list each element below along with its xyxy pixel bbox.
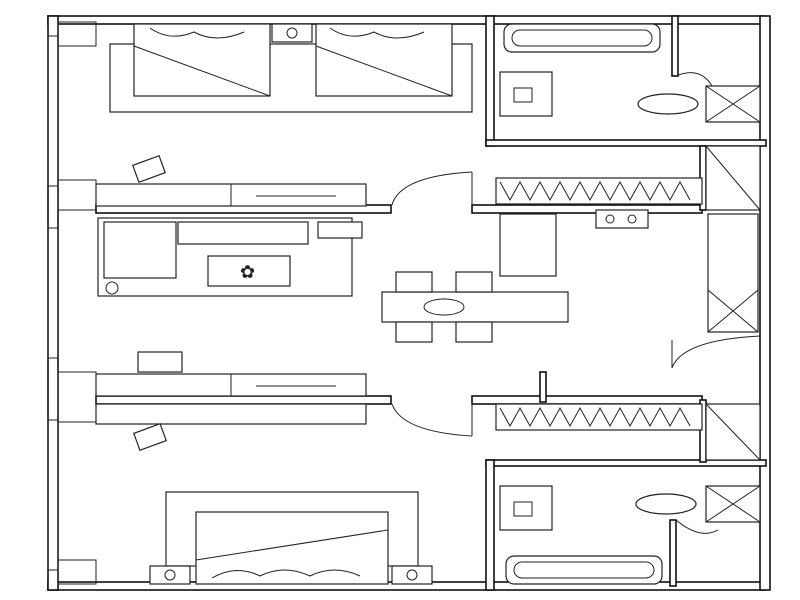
- shaft-top-x2: [705, 85, 761, 123]
- nightstand-bottom-right: [391, 565, 433, 585]
- fridge-cross-2: [707, 289, 759, 333]
- sink-top: [499, 71, 553, 117]
- chair-top: [131, 154, 167, 184]
- hall-cabinets-bottom: [495, 403, 703, 431]
- kitchen-cabinets-top: [495, 177, 703, 205]
- sink-bottom-basin: [513, 501, 533, 517]
- bed-right: [315, 23, 453, 97]
- sofa: [177, 221, 309, 245]
- interior-walls: [95, 15, 767, 591]
- bed-left: [133, 23, 271, 97]
- bath-bottom-wall-left: [485, 459, 495, 591]
- cabinet-hatch-top: [499, 180, 691, 202]
- bathtub-bottom-inner: [513, 561, 655, 579]
- hall-stub: [539, 371, 547, 403]
- burner-1: [605, 214, 615, 224]
- chair-desk: [137, 351, 183, 373]
- shaft-bottom-x2: [705, 485, 761, 523]
- dining-table: [381, 291, 569, 323]
- bed-left-blanket-fold: [133, 45, 271, 97]
- door-bottom-bedroom-swing: [391, 403, 473, 437]
- coffee-table: [207, 255, 291, 287]
- bed-right-blanket-fold: [315, 45, 453, 97]
- plant-icon: [105, 281, 119, 295]
- bottom-left-column: [57, 559, 97, 585]
- bathtub-top: [503, 23, 661, 53]
- stove: [595, 209, 649, 229]
- lamp-top: [286, 27, 298, 39]
- table-centerpiece: [423, 298, 465, 316]
- pillows-bottom: [211, 569, 361, 579]
- toilet-bottom: [635, 493, 697, 515]
- window-2: [47, 227, 59, 359]
- window-1: [47, 35, 59, 187]
- dining: [381, 271, 569, 343]
- wardrobe-bottom: [95, 351, 367, 452]
- fridge-column: [707, 213, 759, 333]
- closet-bottom-door: [675, 519, 719, 534]
- kitchen: [495, 145, 761, 333]
- toilet-top: [637, 93, 699, 115]
- chair-2: [455, 271, 493, 293]
- window-3: [47, 419, 59, 571]
- twin-beds: [109, 23, 473, 184]
- lamp-bottom-right: [406, 569, 418, 581]
- sink-top-basin: [513, 87, 533, 103]
- hall-cabinets: [495, 403, 761, 461]
- double-bed: [195, 511, 389, 585]
- pillow-left: [149, 27, 245, 39]
- kitchen-partition: [471, 204, 703, 214]
- bathroom-top: [499, 23, 761, 123]
- door-top-bedroom-swing: [391, 171, 473, 206]
- shaft-cross-1: [705, 145, 761, 211]
- shaft-hall-x1: [705, 403, 761, 461]
- chair-bottom: [132, 422, 168, 452]
- left-wall: [47, 15, 59, 591]
- burner-2: [627, 214, 637, 224]
- sink-bottom: [499, 485, 553, 531]
- left-pier-2: [57, 371, 97, 423]
- left-pier-1: [57, 179, 97, 211]
- bath-top-wall-bottom: [485, 139, 767, 147]
- desk-bottom: [95, 403, 367, 425]
- nightstand-bottom-left: [149, 565, 191, 585]
- pillow-right: [329, 27, 425, 39]
- flower-icon: ✿: [240, 262, 255, 283]
- doors: [391, 72, 761, 534]
- armchair: [103, 221, 177, 279]
- chair-3: [395, 321, 433, 343]
- bath-bottom-wall-top: [485, 459, 767, 467]
- counter-left: [499, 213, 557, 277]
- living-room: ✿: [97, 217, 363, 297]
- tv-stand: [317, 221, 363, 239]
- exterior-walls: [47, 15, 771, 591]
- double-bed-blanket-fold: [195, 529, 389, 561]
- closet-top-door: [675, 72, 713, 87]
- cabinet-hatch-bottom: [499, 406, 691, 428]
- bath-top-wall-left: [485, 15, 495, 147]
- top-left-column: [57, 21, 97, 47]
- bedroom-bottom-partition: [95, 395, 392, 405]
- bathroom-bottom: [499, 485, 761, 585]
- closet-top-divider: [671, 15, 679, 77]
- top-wall: [47, 15, 765, 25]
- hall-bottom-partition: [471, 395, 703, 405]
- wardrobe-top: [95, 183, 367, 207]
- lamp-bottom-left: [164, 569, 176, 581]
- closet-bottom-divider: [669, 519, 677, 587]
- nightstand-top: [271, 23, 313, 43]
- double-bed-room: [149, 491, 433, 585]
- bathtub-bottom: [505, 555, 663, 585]
- entry-door-swing: [671, 335, 761, 369]
- chair-1: [395, 271, 433, 293]
- right-wall: [759, 15, 771, 591]
- bathtub-top-inner: [511, 29, 653, 47]
- chair-4: [455, 321, 493, 343]
